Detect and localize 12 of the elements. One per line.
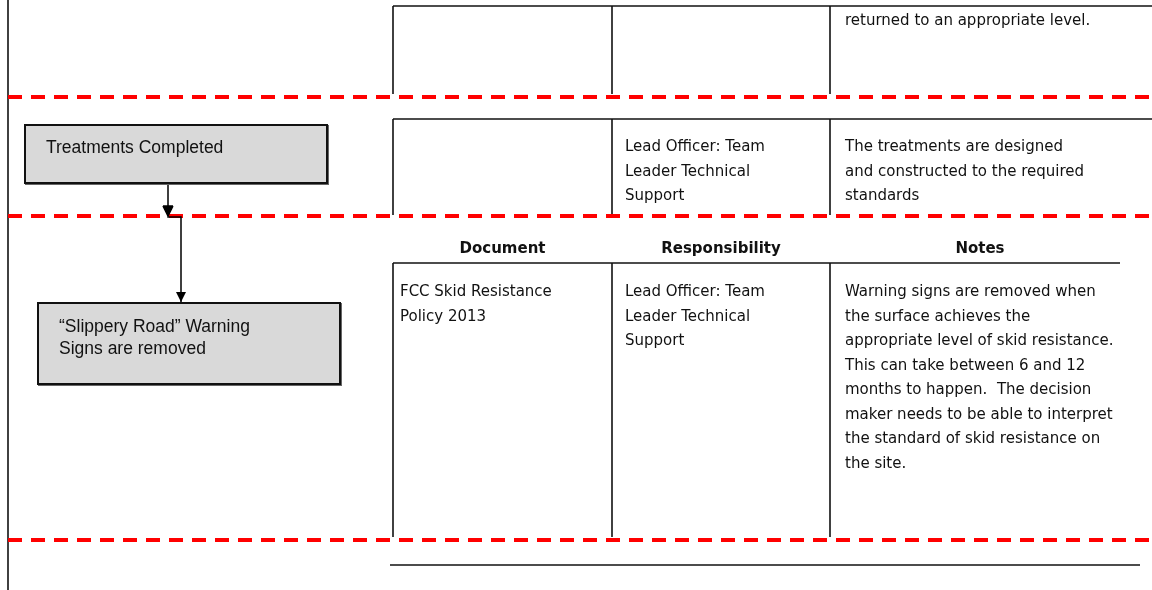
responsibility-text: Lead Officer: Team Leader Technical Support [625, 281, 766, 351]
notes-text: returned to an appropriate level. [845, 10, 1092, 31]
document-text: FCC Skid Resistance Policy 2013 [400, 281, 553, 327]
notes-text: Warning signs are removed when the surface achieves the appropriate level of skid resistance. This can take between 6 and 12 months to happen. The decision maker needs to be able to interpret the standard of skid resistance on the site. [845, 281, 1115, 474]
column-header: Notes [954, 238, 1006, 259]
arrow [162, 183, 186, 303]
process-box: Treatments Completed [24, 124, 328, 184]
responsibility-text: Lead Officer: Team Leader Technical Support [625, 136, 766, 206]
column-header: Responsibility [660, 238, 782, 259]
process-box: “Slippery Road” Warning Signs are removed [37, 302, 341, 385]
notes-text: The treatments are designed and constructed to the required standards [845, 136, 1085, 206]
column-header: Document [458, 238, 547, 259]
